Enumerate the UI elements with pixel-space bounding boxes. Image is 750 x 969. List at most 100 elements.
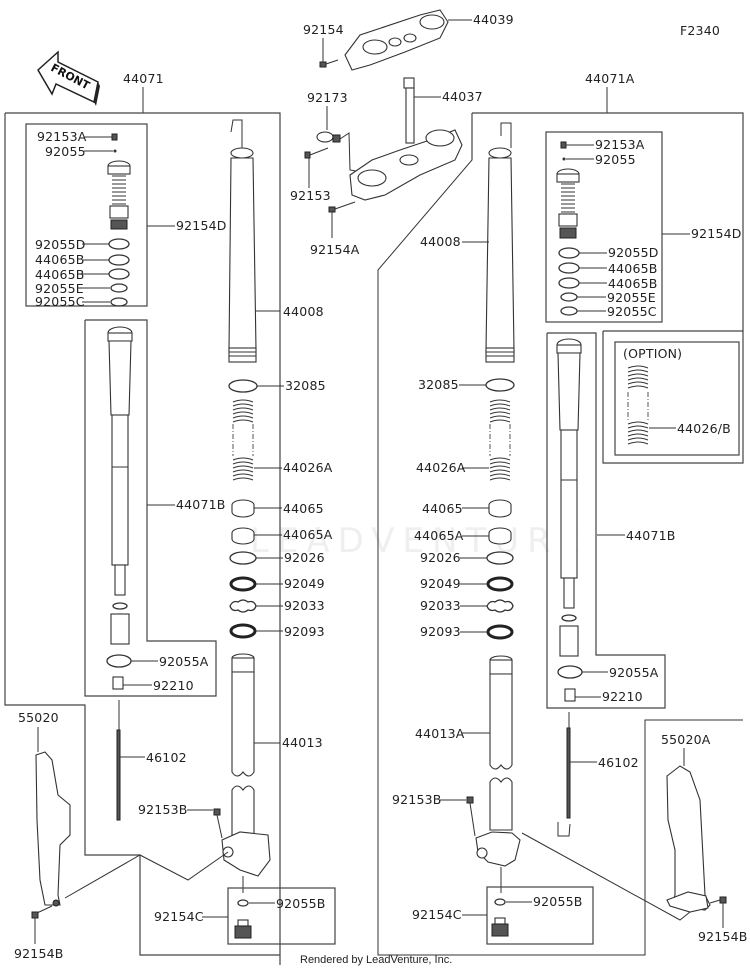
left-outer-tube: [228, 147, 257, 363]
right-bottom-valve: [491, 917, 509, 937]
label-44071a: 44071A: [585, 71, 635, 86]
label-right-44065a: 44065A: [414, 528, 464, 543]
label-left-32085: 32085: [285, 378, 326, 393]
label-right-46102: 46102: [598, 755, 639, 770]
label-right-92153b: 92153B: [392, 792, 442, 807]
label-right-92033: 92033: [420, 598, 461, 613]
label-right-92055c: 92055C: [607, 304, 657, 319]
left-cartridge: [107, 326, 133, 645]
right-axle-bracket: [466, 796, 521, 867]
label-left-92153a: 92153A: [37, 129, 87, 144]
bolt-92154: [319, 59, 339, 68]
label-92173: 92173: [307, 90, 348, 105]
label-right-92210: 92210: [602, 689, 643, 704]
label-left-92055e: 92055E: [35, 281, 84, 296]
label-right-44065b-2: 44065B: [608, 276, 658, 291]
optional-spring: [627, 365, 649, 445]
right-rod-46102: [566, 727, 571, 819]
right-spring: [489, 399, 511, 481]
clamp-holder-92173: [316, 131, 341, 143]
label-left-44065b-2: 44065B: [35, 267, 85, 282]
left-fork-cap: [107, 160, 131, 230]
watermark: LEADVENTURE: [250, 521, 588, 561]
label-right-92093: 92093: [420, 624, 461, 639]
label-left-44065b-1: 44065B: [35, 252, 85, 267]
left-rod-46102: [116, 729, 121, 821]
right-cartridge: [556, 338, 582, 657]
label-left-92026: 92026: [284, 550, 325, 565]
right-cap-box: [545, 131, 663, 323]
figure-code: F2340: [680, 23, 720, 38]
right-outer-tube: [485, 147, 515, 363]
label-left-92033: 92033: [284, 598, 325, 613]
left-bottom-valve: [234, 919, 252, 939]
label-right-92055a: 92055A: [609, 665, 659, 680]
right-fork-guard: [666, 765, 711, 913]
label-92154: 92154: [303, 22, 344, 37]
label-right-44065b-1: 44065B: [608, 261, 658, 276]
label-right-92154b: 92154B: [698, 929, 748, 944]
credit-text: Rendered by LeadVenture, Inc.: [300, 954, 452, 966]
left-fork-frame: [5, 112, 281, 965]
label-right-92055: 92055: [595, 152, 636, 167]
label-left-46102: 46102: [146, 750, 187, 765]
upper-triple-clamp: [344, 9, 449, 71]
label-left-92049: 92049: [284, 576, 325, 591]
label-right-92055e: 92055E: [607, 290, 656, 305]
option-label: (OPTION): [623, 346, 682, 361]
label-left-44013: 44013: [282, 735, 323, 750]
label-right-44026b: 44026/B: [677, 421, 731, 436]
label-left-92055b: 92055B: [276, 896, 326, 911]
left-spring: [232, 399, 254, 481]
front-arrow-icon: FRONT: [37, 50, 100, 106]
label-left-55020: 55020: [18, 710, 59, 725]
label-right-92154d: 92154D: [691, 226, 742, 241]
label-left-92154b: 92154B: [14, 946, 64, 961]
label-left-92154c: 92154C: [154, 909, 204, 924]
label-44039: 44039: [473, 12, 514, 27]
left-bottom-box: [227, 887, 336, 945]
label-right-92154c: 92154C: [412, 907, 462, 922]
label-right-32085: 32085: [418, 377, 459, 392]
label-left-44008: 44008: [283, 304, 324, 319]
label-left-44065: 44065: [283, 501, 324, 516]
label-left-92154d: 92154D: [176, 218, 227, 233]
label-right-55020a: 55020A: [661, 732, 711, 747]
label-left-92093: 92093: [284, 624, 325, 639]
label-44037: 44037: [442, 89, 483, 104]
right-fork-frame: [472, 112, 744, 331]
label-left-92055c: 92055C: [35, 294, 85, 309]
label-right-92055d: 92055D: [608, 245, 659, 260]
label-right-44013a: 44013A: [415, 726, 465, 741]
left-inner-tube: [231, 653, 255, 836]
label-left-92153b: 92153B: [138, 802, 188, 817]
left-axle-bracket: [213, 808, 271, 877]
left-fork-guard: [35, 751, 71, 907]
label-92154a: 92154A: [310, 242, 360, 257]
label-right-44065: 44065: [422, 501, 463, 516]
label-92153: 92153: [290, 188, 331, 203]
steering-stem: [349, 77, 463, 201]
label-right-92026: 92026: [420, 550, 461, 565]
label-left-44065a: 44065A: [283, 527, 333, 542]
label-left-92055: 92055: [45, 144, 86, 159]
label-left-92055a: 92055A: [159, 654, 209, 669]
right-fork-cap: [556, 168, 580, 239]
label-right-44008: 44008: [420, 234, 461, 249]
option-box: [614, 341, 740, 456]
label-right-92153a: 92153A: [595, 137, 645, 152]
left-cap-box: [25, 123, 148, 307]
label-right-44026a: 44026A: [416, 460, 466, 475]
label-44071: 44071: [123, 71, 164, 86]
label-left-92210: 92210: [153, 678, 194, 693]
label-left-44071b: 44071B: [176, 497, 226, 512]
label-left-92055d: 92055D: [35, 237, 86, 252]
left-cartridge-box: [84, 319, 217, 697]
label-right-92049: 92049: [420, 576, 461, 591]
right-cartridge-box: [546, 332, 666, 709]
right-inner-tube: [489, 655, 513, 831]
label-right-92055b: 92055B: [533, 894, 583, 909]
label-left-44026a: 44026A: [283, 460, 333, 475]
label-right-44071b: 44071B: [626, 528, 676, 543]
